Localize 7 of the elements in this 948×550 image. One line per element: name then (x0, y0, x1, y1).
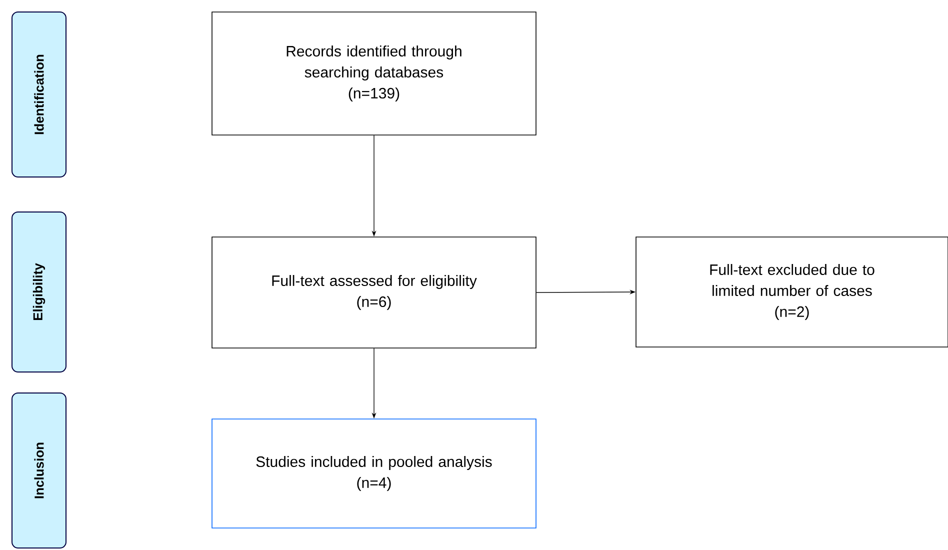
process-box: Full-text excluded due to limited number of cases (n=2) (636, 236, 948, 348)
phase-tab: Eligibility (12, 212, 66, 372)
process-box: Full-text assessed for eligibility (n=6) (212, 236, 536, 348)
process-box: Studies included in pooled analysis (n=4) (212, 418, 536, 528)
phase-tab: Identification (12, 12, 66, 178)
phase-tab: Inclusion (12, 392, 66, 548)
process-box: Records identified through searching databases (n=139) (212, 12, 536, 136)
